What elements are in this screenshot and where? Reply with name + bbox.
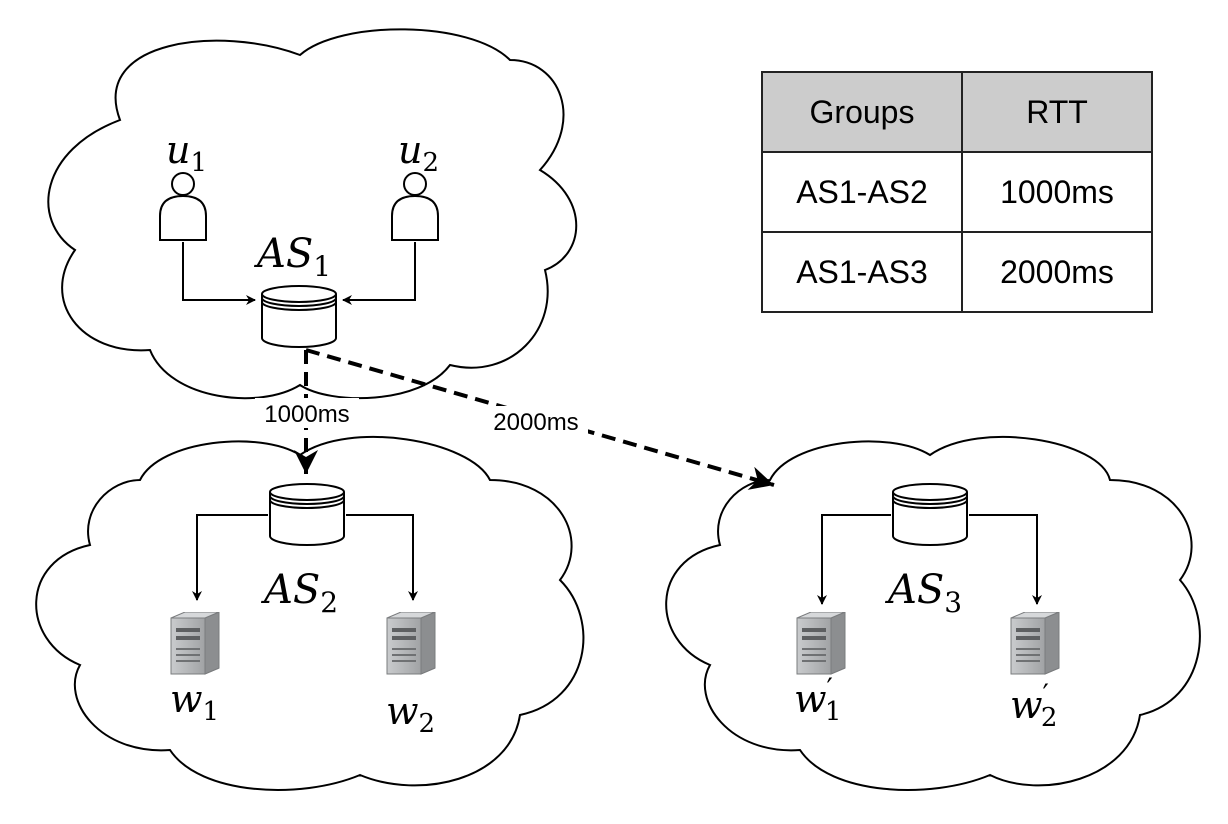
- server-w2-icon: [386, 612, 436, 675]
- arrow-as3-to-w1prime: [817, 514, 891, 605]
- worker-w1-label: w1: [170, 677, 219, 727]
- arrow-as2-to-w2: [346, 514, 418, 601]
- arrow-u2-to-as1: [342, 242, 416, 305]
- rtt-cell-value: 2000ms: [961, 231, 1153, 313]
- table-row: AS1-AS3 2000ms: [761, 231, 1153, 313]
- arrow-as2-to-w1: [192, 514, 268, 601]
- link-label-bg-1000: [255, 398, 359, 428]
- cloud-as3: [665, 436, 1201, 791]
- arrow-as3-to-w2prime: [969, 514, 1042, 605]
- as2-database-icon: [268, 482, 346, 547]
- rtt-header-groups: Groups: [761, 71, 963, 153]
- rtt-table: Groups RTT AS1-AS2 1000ms AS1-AS3 2000ms: [761, 71, 1153, 313]
- table-row: AS1-AS2 1000ms: [761, 151, 1153, 233]
- as3-database-icon: [891, 482, 969, 547]
- worker-w2-label: w2: [386, 689, 435, 739]
- as1-label: AS1: [253, 231, 331, 283]
- rtt-header-rtt: RTT: [961, 71, 1153, 153]
- link-as1-as2-label: 1000ms: [264, 401, 349, 428]
- as2-label: AS2: [260, 567, 338, 619]
- link-label-bg-2000: [484, 406, 588, 436]
- server-w2prime-icon: [1010, 612, 1060, 675]
- cloud-as2: [35, 435, 585, 791]
- server-w1-icon: [170, 612, 220, 675]
- server-w1prime-icon: [796, 612, 846, 675]
- worker-w1prime-label: w′1: [794, 672, 841, 727]
- cloud-as1: [47, 28, 578, 400]
- user-u2-label: u2: [398, 128, 439, 178]
- arrow-u1-to-as1: [182, 242, 256, 305]
- worker-w2prime-label: w′2: [1010, 678, 1057, 733]
- rtt-table-header-row: Groups RTT: [761, 71, 1153, 153]
- rtt-cell-group: AS1-AS2: [761, 151, 963, 233]
- rtt-cell-group: AS1-AS3: [761, 231, 963, 313]
- rtt-cell-value: 1000ms: [961, 151, 1153, 233]
- as1-database-icon: [260, 284, 338, 349]
- link-as1-as3-label: 2000ms: [493, 409, 578, 436]
- as3-label: AS3: [884, 567, 962, 619]
- user-u1-label: u1: [166, 128, 207, 178]
